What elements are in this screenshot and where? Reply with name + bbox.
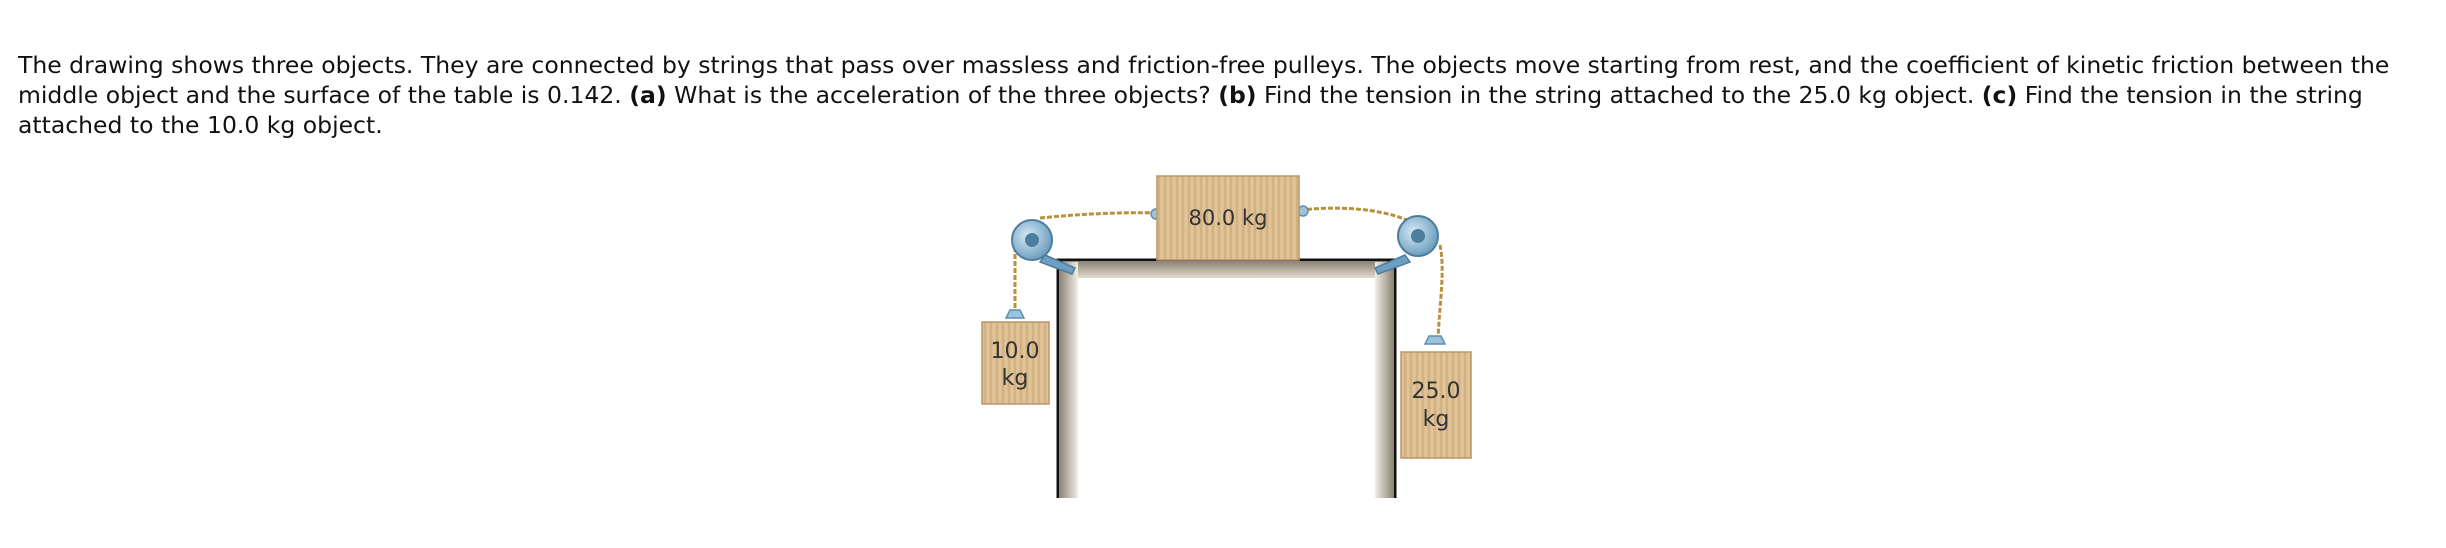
block-10kg-label-number: 10.0 — [991, 339, 1040, 364]
table — [1056, 258, 1397, 498]
part-c-text: Find the tension in the string attached … — [18, 81, 2363, 139]
block-25kg: 25.0 kg — [1400, 351, 1472, 459]
block-25kg-label-unit: kg — [1423, 407, 1450, 432]
string-right-vertical — [1436, 244, 1444, 339]
block-80kg-label: 80.0 kg — [1189, 206, 1268, 230]
right-pulley — [1373, 215, 1439, 275]
string-right-horizontal — [1299, 206, 1413, 224]
problem-intro: The drawing shows three objects. They ar… — [18, 51, 2390, 109]
right-hook — [1423, 335, 1447, 345]
hooks — [1004, 205, 1447, 345]
part-b-text: Find the tension in the string attached … — [1264, 81, 1975, 109]
left-pulley — [1011, 219, 1077, 275]
problem-statement: The drawing shows three objects. They ar… — [18, 50, 2428, 140]
block-10kg-label-unit: kg — [1002, 366, 1029, 391]
part-a-text: What is the acceleration of the three ob… — [674, 81, 1211, 109]
string-left-horizontal — [1039, 211, 1161, 220]
part-b-label: (b) — [1218, 81, 1257, 109]
part-a-label: (a) — [629, 81, 667, 109]
block-25kg-label-number: 25.0 — [1412, 379, 1461, 404]
part-c-label: (c) — [1981, 81, 2018, 109]
block-80kg: 80.0 kg — [1156, 175, 1300, 261]
left-hook — [1004, 309, 1026, 319]
block-10kg: 10.0 kg — [981, 321, 1050, 405]
